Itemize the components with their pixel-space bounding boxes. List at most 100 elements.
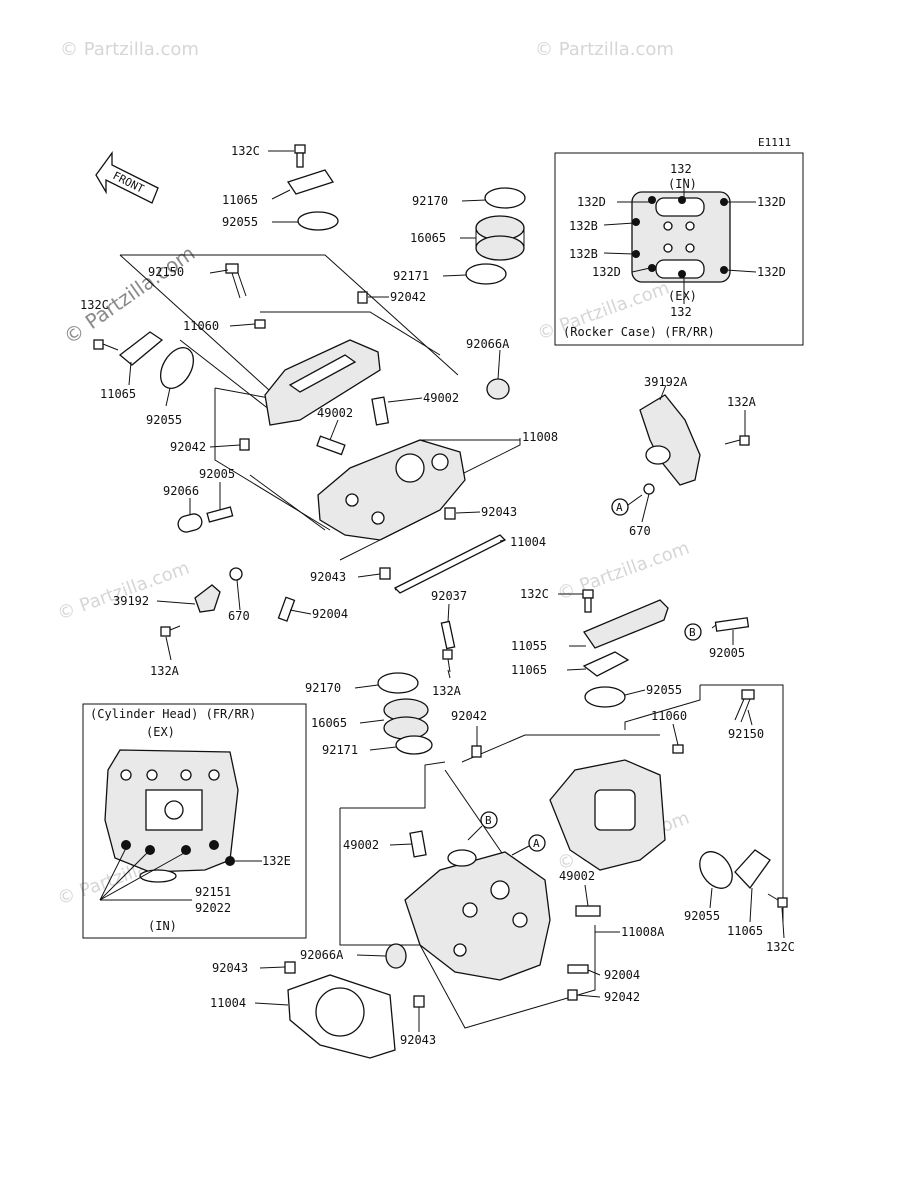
callout-a-leader <box>511 845 530 856</box>
watermark: © Partzilla.com <box>60 39 199 60</box>
rocker-label: 132 <box>670 162 692 176</box>
pipe-92005-right <box>714 617 750 632</box>
part-label: 92042 <box>451 709 487 723</box>
callout-a-lower <box>528 834 546 852</box>
callout-b-center <box>480 811 498 829</box>
clamp-92171-lower <box>395 735 433 755</box>
bolt-132a-left <box>160 625 181 637</box>
cylinder-head-inset-frame <box>82 703 307 939</box>
watermark: © Partzilla.com <box>555 537 693 604</box>
part-label: 49002 <box>343 838 379 852</box>
tube-49002-a <box>371 396 390 426</box>
part-label: 92170 <box>412 194 448 208</box>
part-label: 11065 <box>100 387 136 401</box>
part-label: 670 <box>228 609 250 623</box>
pin-92037 <box>440 620 456 650</box>
dowel-92042-lower <box>471 745 482 758</box>
washer-11060-lower <box>672 744 684 754</box>
part-label: 11065 <box>511 663 547 677</box>
oring-670-left <box>229 567 243 581</box>
part-label: 92066 <box>163 484 199 498</box>
cylinder-inset-label: 92151 <box>195 885 231 899</box>
watermark: © Partzilla.com <box>59 241 199 349</box>
rocker-label: 132D <box>577 195 606 209</box>
watermark: © Partzilla.com <box>535 39 674 60</box>
cylinder-inset-leaders <box>99 847 262 901</box>
rocker-label: 132D <box>757 195 786 209</box>
diagram-code: E1111 <box>758 136 791 149</box>
part-label: 16065 <box>311 716 347 730</box>
part-label: 92150 <box>148 265 184 279</box>
bolt-92150-upper <box>225 263 247 299</box>
callout-b-label: B <box>485 814 492 827</box>
part-label: 92055 <box>146 413 182 427</box>
part-label: 92171 <box>322 743 358 757</box>
part-label: 92055 <box>222 215 258 229</box>
fitting-39192 <box>194 584 221 613</box>
part-label: 92171 <box>393 269 429 283</box>
part-label: 11065 <box>222 193 258 207</box>
cover-11065-top <box>286 169 335 195</box>
callout-b-leader <box>467 825 483 841</box>
part-label: 92005 <box>709 646 745 660</box>
bolt-92150-lower <box>734 689 755 723</box>
part-label: 132C <box>766 940 795 954</box>
upper-leaders <box>128 150 746 661</box>
callout-a-label: A <box>533 837 540 850</box>
plug-92066a-upper <box>486 378 510 400</box>
part-label: 92150 <box>728 727 764 741</box>
part-label: 11008A <box>621 925 665 939</box>
cylinder-inset-in: (IN) <box>148 919 177 933</box>
tube-49002-lower-b <box>575 905 601 917</box>
part-label: 132A <box>432 684 462 698</box>
part-label: 92043 <box>481 505 517 519</box>
tube-49002-b <box>316 435 346 456</box>
stud-92004-lower <box>567 964 589 974</box>
part-label: 92066A <box>300 948 344 962</box>
gasket-11004-upper <box>393 534 507 594</box>
rocker-label: 132D <box>757 265 786 279</box>
cover-11065-right <box>734 849 771 890</box>
part-label: 39192 <box>113 594 149 608</box>
rocker-label: 132B <box>569 219 598 233</box>
part-label: 92043 <box>212 961 248 975</box>
holder-16065-lower <box>383 698 429 740</box>
rocker-case-inset-frame <box>554 152 804 346</box>
watermark: © Partzilla.com <box>55 557 193 624</box>
rocker-inset-title: (Rocker Case) (FR/RR) <box>563 325 715 339</box>
callout-a-label: A <box>616 501 623 514</box>
rocker-label: 132B <box>569 247 598 261</box>
rocker-ex-label: (EX) <box>668 289 697 303</box>
part-label: 92066A <box>466 337 510 351</box>
cylinder-inset-title: (Cylinder Head) (FR/RR) <box>90 707 256 721</box>
oring-92055-lower <box>584 686 626 708</box>
rocker-label: 132 <box>670 305 692 319</box>
part-label: 11060 <box>183 319 219 333</box>
callout-b-label: B <box>689 626 696 639</box>
part-label: 11060 <box>651 709 687 723</box>
rocker-case-upper <box>264 339 381 426</box>
cover-11065-lower <box>582 651 630 677</box>
lower-leaders <box>254 593 785 1032</box>
part-label: 92004 <box>604 968 640 982</box>
dowel-92042 <box>357 291 368 304</box>
plug-92066a-lower <box>385 943 407 969</box>
cover-11065-left <box>118 331 164 366</box>
clamp-92171-upper <box>465 263 507 285</box>
rocker-inset-leaders <box>603 178 757 304</box>
cylinder-inset-ex: (EX) <box>146 725 175 739</box>
part-label: 132A <box>150 664 180 678</box>
bolt-132c-right <box>767 893 788 908</box>
part-label: 39192A <box>644 375 688 389</box>
clamp-92170-lower <box>377 672 419 694</box>
oring-92055-left <box>159 347 195 389</box>
dowel-92043-a <box>444 507 456 520</box>
part-label: 11004 <box>210 996 246 1010</box>
gasket-11004-lower <box>287 974 396 1059</box>
callout-b-right <box>684 623 702 641</box>
holder-16065-upper <box>475 215 525 261</box>
bracket-11055 <box>583 599 669 649</box>
callout-a-leader <box>627 494 643 506</box>
part-label: 11008 <box>522 430 558 444</box>
